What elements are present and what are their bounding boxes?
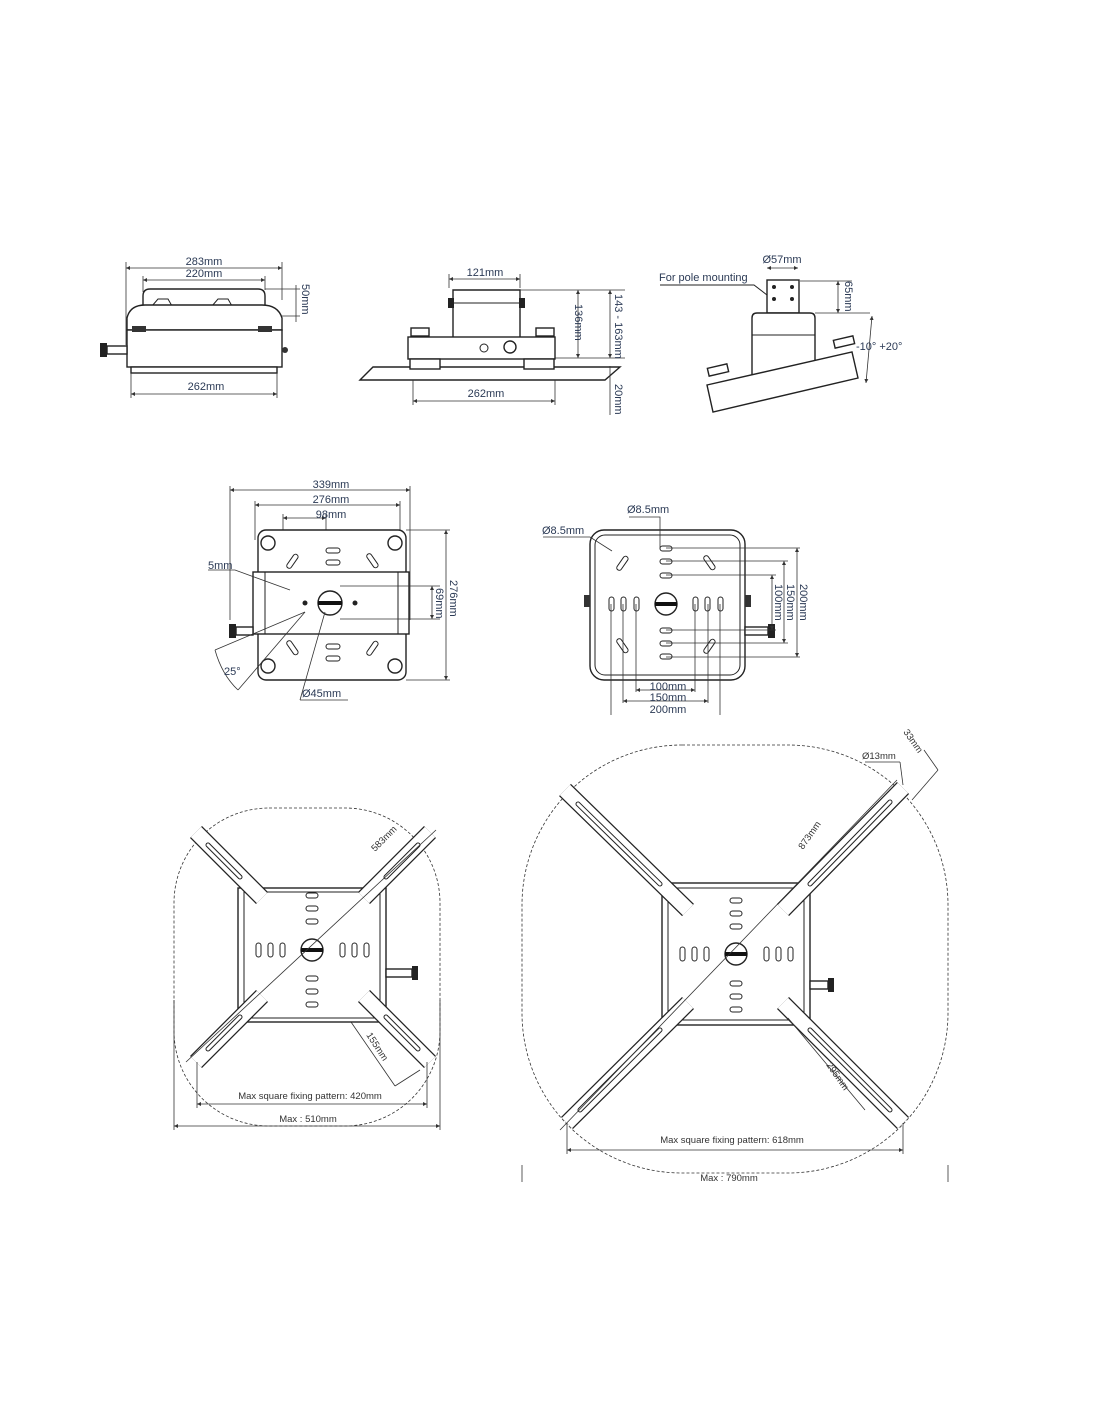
max-pattern-618: Max square fixing pattern: 618mm xyxy=(660,1135,804,1146)
arm-br xyxy=(776,996,910,1130)
arm-bl xyxy=(189,989,269,1069)
front-view: 121mm 136mm 143 - 163mm 20mm 262mm xyxy=(358,267,625,415)
max-pattern-420: Max square fixing pattern: 420mm xyxy=(238,1091,382,1102)
bottom-view: Ø8.5mm Ø8.5mm 100mm 150mm 200mm 100mm 15… xyxy=(542,504,809,716)
arm-tl xyxy=(559,783,694,917)
arm-br xyxy=(357,989,437,1069)
dim-13: Ø13mm xyxy=(862,751,896,762)
max-510: Max : 510mm xyxy=(279,1114,337,1125)
tilt-view: Ø57mm For pole mounting 65mm -10° +20° xyxy=(659,254,902,413)
dim-20: 20mm xyxy=(612,384,624,415)
tilt-range: -10° +20° xyxy=(856,341,902,353)
top-view: 339mm 276mm 98mm 5mm 69mm 276mm 25° Ø45m… xyxy=(208,479,459,701)
dim-220: 220mm xyxy=(186,268,223,280)
side-view: 283mm 220mm 50mm 262mm xyxy=(100,256,311,398)
dim-136: 136mm xyxy=(572,304,584,341)
dim-155: 155mm xyxy=(363,1031,390,1064)
dim-57: Ø57mm xyxy=(762,254,801,266)
dim-583: 583mm xyxy=(369,824,399,854)
dim-283: 283mm xyxy=(186,256,223,268)
dim-121: 121mm xyxy=(467,267,504,279)
dim-262-side: 262mm xyxy=(188,381,225,393)
arm-tr xyxy=(776,782,910,916)
dim-5: 5mm xyxy=(208,560,232,572)
dim-v200: 200mm xyxy=(797,584,809,621)
dim-25-angle: 25° xyxy=(224,666,241,678)
dim-262-front: 262mm xyxy=(468,388,505,400)
dim-h150: 150mm xyxy=(650,692,687,704)
dim-8-5-top: Ø8.5mm xyxy=(627,504,669,516)
dim-50: 50mm xyxy=(299,284,311,315)
large-arms-view: 873mm Ø13mm 33mm 295mm Max square fixing… xyxy=(521,727,949,1184)
dim-143-163: 143 - 163mm xyxy=(612,294,624,359)
dim-v150: 150mm xyxy=(784,584,796,621)
dim-65: 65mm xyxy=(842,281,854,312)
arm-tl xyxy=(189,825,269,905)
dim-33: 33mm xyxy=(901,727,925,755)
dim-98: 98mm xyxy=(316,509,347,521)
max-790: Max : 790mm xyxy=(700,1173,758,1184)
dim-h100: 100mm xyxy=(650,681,687,693)
dim-276-depth: 276mm xyxy=(447,580,459,617)
small-arms-view: 583mm 155mm Max square fixing pattern: 4… xyxy=(173,807,441,1130)
arm-bl xyxy=(561,996,694,1130)
dim-v100: 100mm xyxy=(772,584,784,621)
dim-8-5-left: Ø8.5mm xyxy=(542,525,584,537)
dim-339: 339mm xyxy=(313,479,350,491)
dim-276-width: 276mm xyxy=(313,494,350,506)
dim-69: 69mm xyxy=(433,588,445,619)
pole-mounting-note: For pole mounting xyxy=(659,272,748,284)
dim-h200: 200mm xyxy=(650,704,687,716)
dim-873: 873mm xyxy=(796,819,823,851)
dim-45: Ø45mm xyxy=(302,688,341,700)
